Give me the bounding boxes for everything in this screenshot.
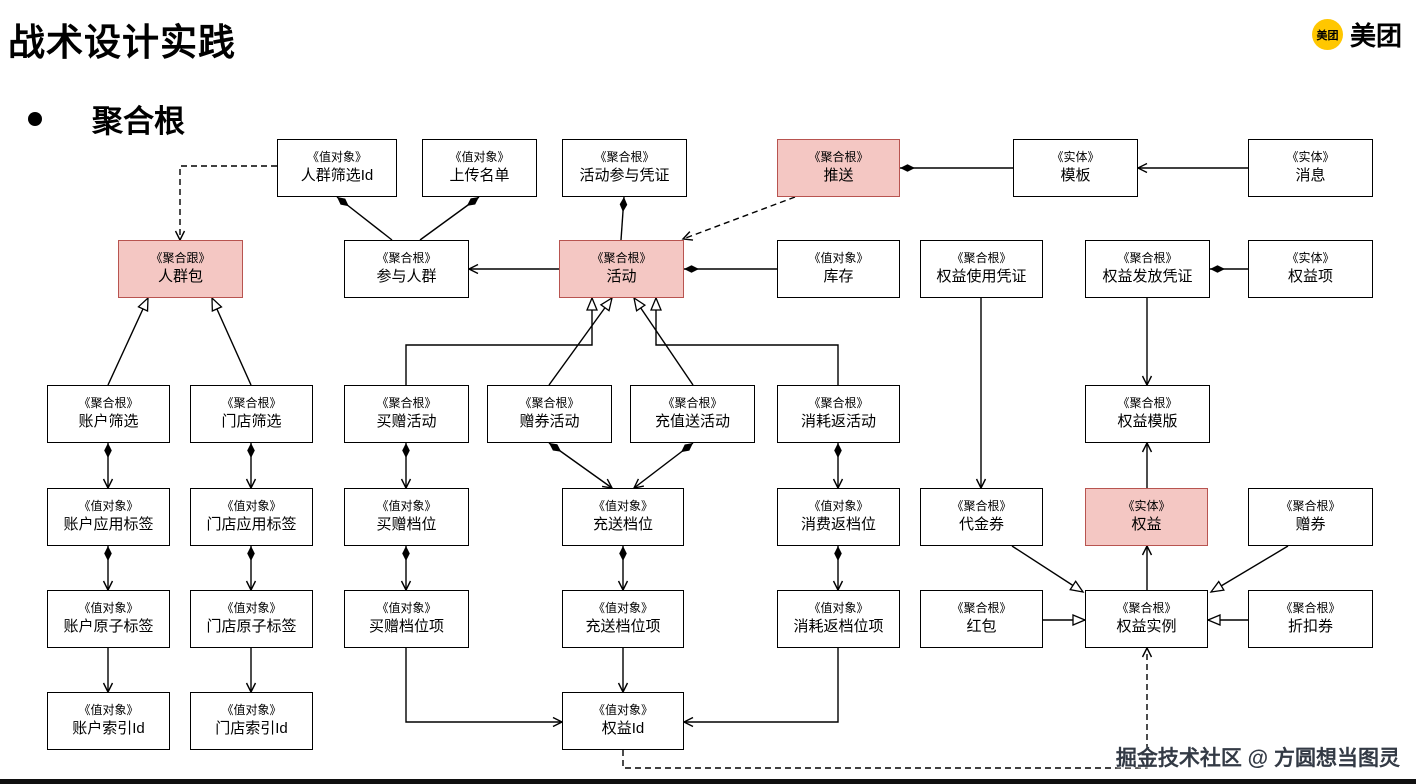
diagram-edge <box>650 296 839 385</box>
bullet-icon <box>28 111 42 126</box>
diagram-edge <box>419 196 480 241</box>
diagram-edge <box>1209 545 1289 593</box>
diagram-edge <box>632 442 694 489</box>
diagram-edge <box>336 196 393 241</box>
diagram-edge <box>622 646 1153 769</box>
diagram-edge <box>633 296 694 386</box>
diagram-edge <box>548 296 613 386</box>
bullet-label: 聚合根 <box>92 104 185 139</box>
meituan-logo: 美团 美团 <box>1311 16 1402 53</box>
meituan-logo-text: 美团 <box>1349 21 1402 51</box>
watermark: 掘金技术社区 @ 方圆想当图灵 <box>1115 747 1400 770</box>
page-title: 战术设计实践 <box>8 22 236 63</box>
bullet-item: 聚合根 <box>28 96 185 141</box>
meituan-logo-icon: 美团 <box>1311 19 1343 50</box>
bottom-bar <box>0 779 1416 784</box>
diagram-edge <box>619 196 628 241</box>
diagram-edge <box>405 296 598 385</box>
diagram-edge <box>211 296 252 386</box>
diagram-edge <box>405 648 564 728</box>
diagram-edge <box>174 165 277 242</box>
diagram-edge <box>107 296 149 386</box>
diagram-edge <box>681 196 796 241</box>
diagram-edge <box>682 648 839 728</box>
diagram-edge <box>548 442 614 489</box>
diagram-edge <box>1011 545 1085 593</box>
